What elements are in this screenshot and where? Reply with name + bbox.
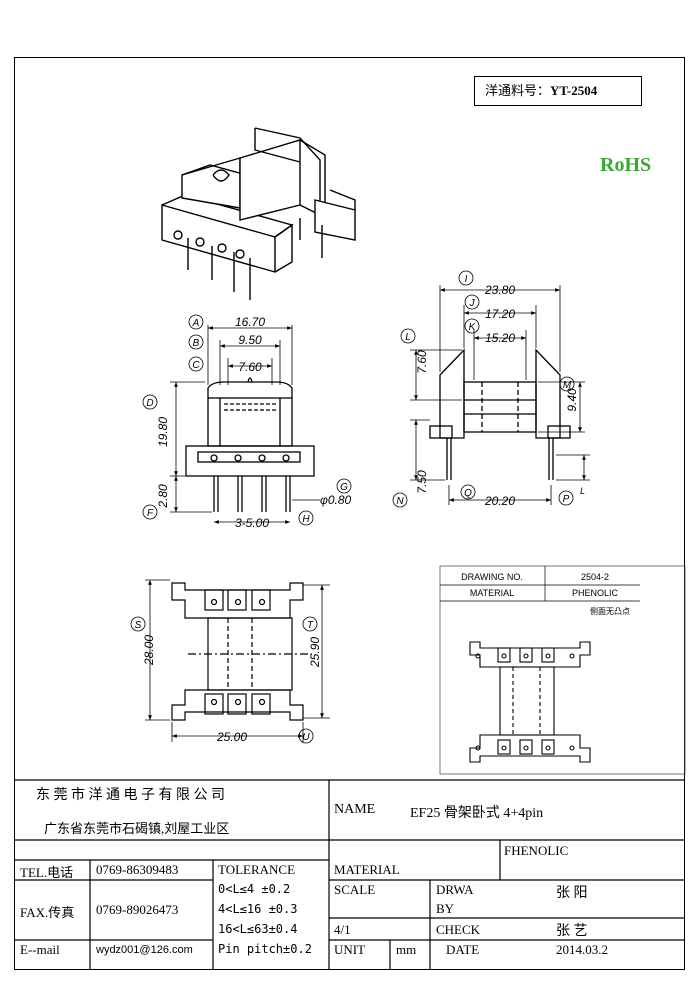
dim-a: 16.70 (235, 315, 265, 329)
label-p: P (563, 494, 570, 505)
label-h: H (302, 514, 310, 525)
material-label: MATERIAL (334, 862, 400, 877)
tolerance-3: 16<L≤63±0.4 (218, 922, 298, 936)
scale-label: SCALE (334, 882, 376, 897)
fax-value: 0769-89026473 (96, 902, 179, 917)
label-k: K (469, 322, 477, 333)
label-g: G (340, 482, 348, 493)
material-value: FHENOLIC (504, 843, 569, 858)
tel-value: 0769-86309483 (96, 862, 179, 877)
label-c: C (192, 360, 200, 371)
unit-value: mm (396, 942, 417, 957)
date-value: 2014.03.2 (556, 942, 608, 957)
part-number: YT-2504 (550, 83, 598, 98)
dim-c: 7.60 (238, 360, 262, 374)
tolerance-1: 0<L≤4 ±0.2 (218, 882, 291, 896)
company-name: 东 莞 市 洋 通 电 子 有 限 公 司 (36, 788, 225, 803)
check-by: 张 艺 (556, 924, 588, 939)
unit-label: UNIT (334, 942, 366, 957)
dim-n: 7.50 (415, 470, 429, 494)
dim-s: 28.00 (142, 635, 156, 666)
fax-label: FAX.传真 (20, 905, 75, 920)
dim-d: 19.80 (156, 417, 170, 447)
label-t: T (307, 620, 314, 631)
inset-drawing: DRAWING NO. 2504-2 MATERIAL PHENOLIC 侧面无… (439, 565, 686, 775)
front-view (185, 377, 315, 512)
bottom-view (171, 582, 312, 721)
rohs-mark: RoHS (600, 154, 652, 176)
dim-b: 9.50 (238, 333, 262, 347)
draw-by: 张 阳 (556, 886, 588, 901)
dim-k: 15.20 (485, 331, 515, 345)
label-q: Q (464, 488, 472, 499)
date-label: DATE (446, 942, 480, 957)
technical-drawing: A 16.70 B 9.50 C 7.60 D 19.80 F 2.80 φ0.… (130, 127, 686, 775)
dim-j: 17.20 (485, 307, 515, 321)
dim-m: 9.40 (565, 388, 579, 412)
dim-f: 2.80 (156, 484, 170, 509)
scale-value: 4/1 (334, 922, 351, 937)
check-label: CHECK (436, 922, 481, 937)
label-n: N (396, 496, 404, 507)
tel-label: TEL.电话 (20, 865, 74, 880)
isometric-view (161, 127, 356, 300)
part-number-label: 洋通料号： (485, 83, 551, 98)
dim-u: 25.00 (216, 730, 247, 744)
label-b: B (193, 338, 200, 349)
draw-label-2: BY (436, 901, 455, 916)
company-address: 广东省东莞市石碣镇,刘屋工业区 (44, 821, 230, 836)
tolerance-2: 4<L≤16 ±0.3 (218, 902, 298, 916)
label-f: F (147, 508, 154, 519)
tolerance-label: TOLERANCE (218, 862, 296, 877)
drawing-sheet (14, 57, 685, 970)
label-m: M (563, 380, 572, 391)
label-j: J (469, 298, 476, 309)
label-a: A (192, 318, 200, 329)
part-number-box: 洋通料号：YT-2504 (474, 76, 642, 106)
inset-material: PHENOLIC (572, 588, 619, 598)
label-u: U (302, 732, 310, 743)
inset-material-label: MATERIAL (470, 588, 514, 598)
dim-t: 25.90 (308, 637, 322, 668)
email-value: wydz001@126.com (96, 944, 193, 956)
side-view (429, 348, 571, 480)
inset-note: 侧面无凸点 (590, 606, 630, 616)
label-l: L (405, 332, 411, 343)
dim-g: φ0.80 (320, 493, 352, 507)
label-d: D (146, 398, 153, 409)
inset-drawing-no-label: DRAWING NO. (461, 572, 523, 582)
label-p-sub: L (580, 486, 585, 496)
label-i: I (465, 274, 468, 285)
inset-drawing-no: 2504-2 (581, 572, 609, 582)
tolerance-4: Pin pitch±0.2 (218, 942, 312, 956)
dim-q: 20.20 (484, 494, 515, 508)
dim-h: 3-5.00 (235, 516, 269, 530)
name-value: EF25 骨架卧式 4+4pin (410, 806, 544, 821)
draw-label-1: DRWA (436, 882, 474, 897)
email-label: E--mail (20, 942, 60, 957)
dim-l: 7.60 (415, 350, 429, 374)
label-s: S (135, 620, 142, 631)
name-label: NAME (334, 802, 376, 817)
dim-i: 23.80 (484, 283, 515, 297)
